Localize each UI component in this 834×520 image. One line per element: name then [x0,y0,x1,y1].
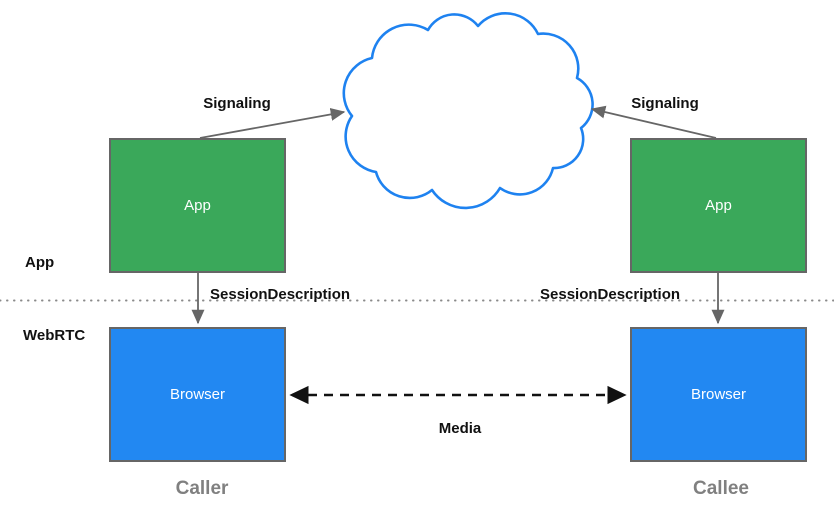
caller-caption: Caller [175,478,229,499]
signaling-arrow-left [199,107,346,139]
signaling-arrow-right [590,105,717,139]
signaling-label-left: Signaling [203,95,271,112]
signaling-cloud-shape [342,12,594,210]
session-description-label-right: SessionDescription [540,286,681,303]
caller-browser-box [109,327,286,462]
signaling-label-right: Signaling [631,95,699,112]
media-label: Media [438,420,482,437]
callee-app-box [630,138,807,273]
callee-caption: Callee [693,478,749,499]
zone-label-webrtc: WebRTC [23,327,86,344]
caller-app-box [109,138,286,273]
callee-browser-box [630,327,807,462]
session-description-label-left: SessionDescription [210,286,351,303]
zone-label-app: App [25,254,55,271]
